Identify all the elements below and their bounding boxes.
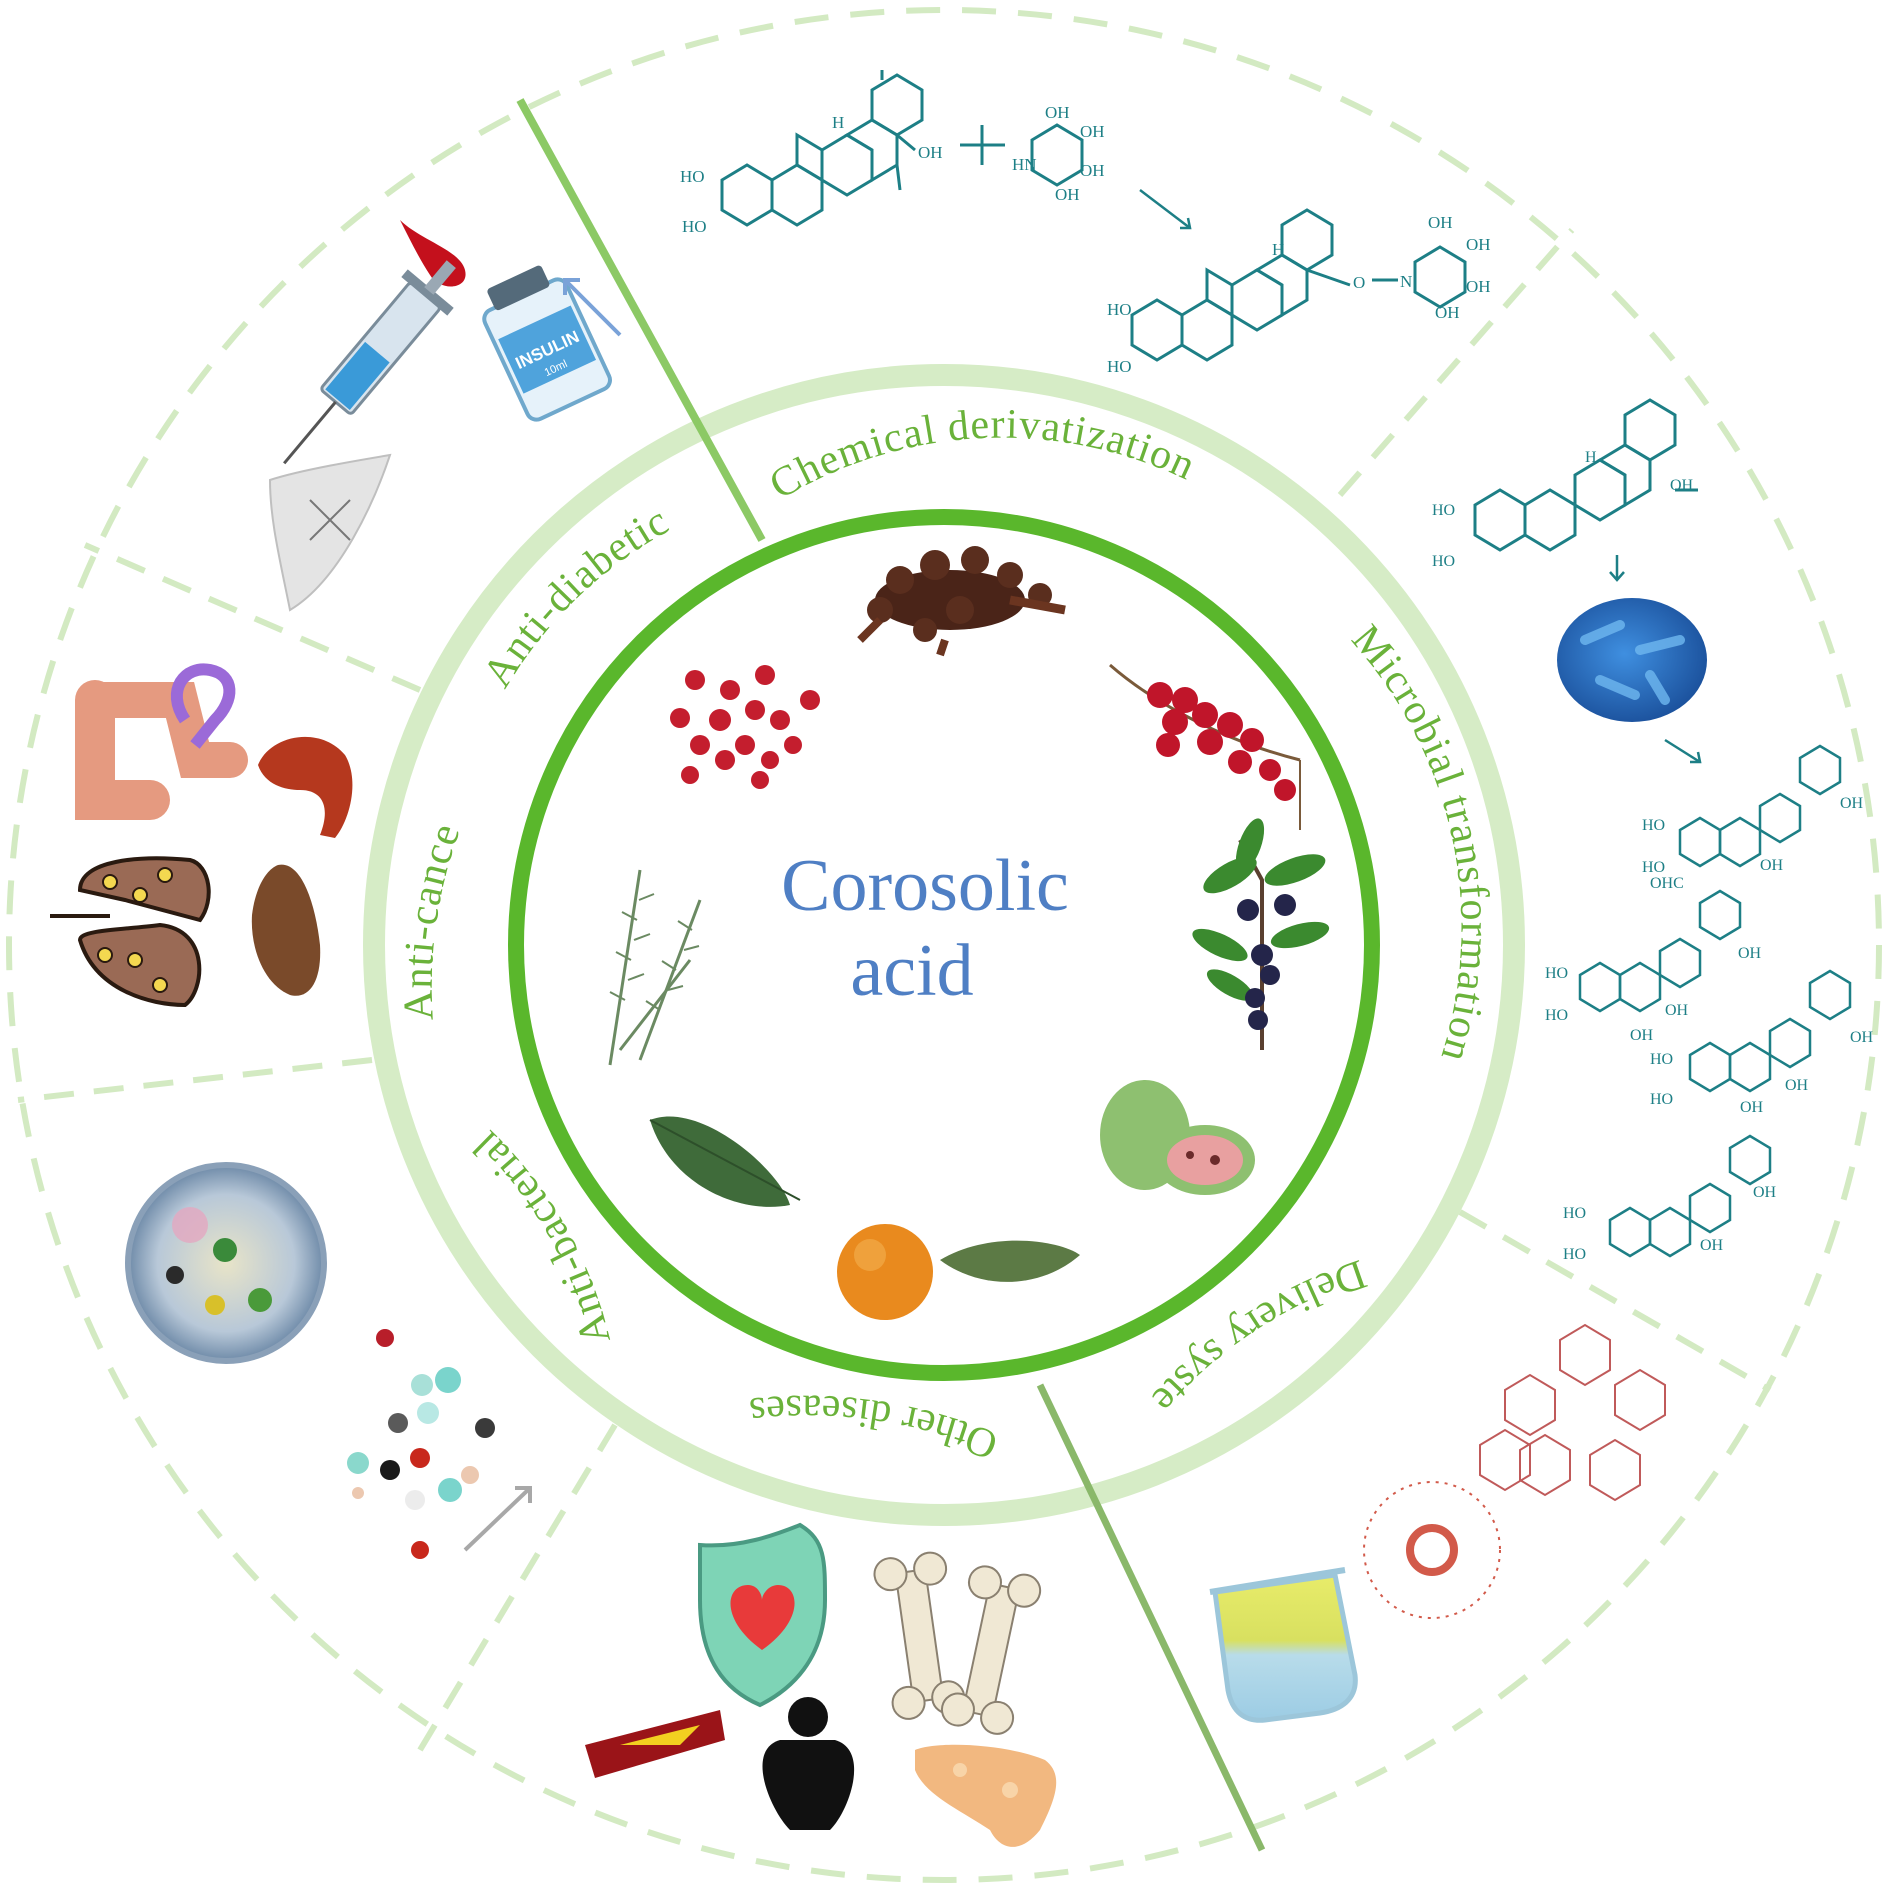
middle-ring (363, 364, 1525, 1526)
svg-text:OH: OH (1740, 1099, 1764, 1116)
svg-text:OH: OH (1435, 303, 1460, 322)
svg-text:OHC: OHC (1650, 875, 1684, 892)
svg-text:OH: OH (1428, 213, 1453, 232)
svg-text:HO: HO (680, 167, 705, 186)
svg-text:HO: HO (1563, 1246, 1586, 1263)
lungs-icon (50, 856, 211, 1008)
rosemary-icon (608, 869, 702, 1066)
pancreas-icon (268, 453, 392, 612)
section-dividers (17, 98, 1772, 1852)
chemical-structures (720, 70, 1467, 362)
schisandra-berries-icon (1109, 663, 1301, 830)
petri-dish-icon (125, 1162, 327, 1364)
microbial-structures (1473, 398, 1852, 1258)
stomach-icon (258, 736, 353, 838)
chemical-labels: HO HO H OH OH OH HN OH OH HO HO H O N OH… (680, 103, 1491, 376)
clove-icon (857, 546, 1066, 657)
svg-text:OH: OH (1080, 161, 1105, 180)
blood-vessel-icon (585, 1710, 725, 1778)
svg-text:N: N (1400, 272, 1412, 291)
blueberry-branch-icon (1192, 818, 1330, 1050)
svg-text:HO: HO (1642, 817, 1665, 834)
insulin-vial-icon: INSULIN 10ml (482, 265, 612, 422)
cancer-ribbon-icon (170, 663, 236, 749)
label-anti-cancer: Anti-cancer (0, 0, 470, 1021)
liver-tumor-icon (251, 864, 321, 996)
leaf-icon (649, 1116, 801, 1207)
label-other-diseases: Other diseases (746, 1386, 1003, 1469)
svg-text:OH: OH (1045, 103, 1070, 122)
fatty-liver-icon (915, 1744, 1057, 1847)
label-anti-bacterial: Anti-bacterial (464, 1121, 620, 1349)
svg-text:HO: HO (1650, 1051, 1673, 1068)
inner-ring (508, 509, 1380, 1381)
svg-text:HO: HO (1545, 1007, 1568, 1024)
svg-text:O: O (1353, 273, 1365, 292)
svg-text:HO: HO (1107, 357, 1132, 376)
svg-text:OH: OH (1760, 857, 1784, 874)
center-title: Corosolic acid (781, 845, 1069, 1012)
up-arrow-icon (563, 278, 622, 337)
svg-text:HO: HO (1563, 1205, 1586, 1222)
svg-text:OH: OH (1080, 122, 1105, 141)
svg-text:HO: HO (1642, 859, 1665, 876)
derivative-structure (1130, 208, 1467, 362)
svg-text:OH: OH (1055, 185, 1080, 204)
svg-text:OH: OH (1670, 477, 1694, 494)
svg-text:OH: OH (1785, 1077, 1809, 1094)
svg-text:HN: HN (1012, 155, 1037, 174)
svg-text:H: H (1272, 240, 1284, 259)
svg-text:OH: OH (1840, 795, 1864, 812)
svg-text:H: H (832, 113, 844, 132)
loquat-icon (837, 1224, 1080, 1320)
red-berries-icon (670, 665, 820, 789)
center-title-line2: acid (850, 930, 973, 1012)
svg-text:OH: OH (1850, 1029, 1874, 1046)
svg-text:HO: HO (1650, 1091, 1673, 1108)
colon-icon (75, 680, 248, 820)
svg-text:OH: OH (1738, 945, 1762, 962)
svg-text:HO: HO (1107, 300, 1132, 319)
bones-icon (873, 1551, 1042, 1735)
center-title-line1: Corosolic (781, 845, 1069, 927)
svg-text:OH: OH (1466, 235, 1491, 254)
svg-text:OH: OH (918, 143, 943, 162)
pills-icon (347, 1329, 495, 1559)
svg-text:HO: HO (1432, 553, 1455, 570)
beaker-icon (1209, 1567, 1358, 1723)
microbial-labels: HO HO H OH HO HO OHC OH OH HO HO OH OH O… (1432, 449, 1874, 1263)
obesity-icon (762, 1697, 855, 1830)
guava-icon (1100, 1080, 1255, 1195)
syringe-icon (283, 260, 456, 465)
svg-text:OH: OH (1700, 1237, 1724, 1254)
svg-text:HO: HO (1545, 965, 1568, 982)
cyclodextrin-icon (1479, 1323, 1666, 1502)
svg-text:OH: OH (1466, 277, 1491, 296)
svg-text:OH: OH (1753, 1184, 1777, 1201)
bacteria-icon (1557, 598, 1707, 722)
arrow-icon (463, 1486, 532, 1552)
svg-text:H: H (1585, 449, 1597, 466)
heart-shield-icon (698, 1522, 828, 1708)
svg-text:HO: HO (682, 217, 707, 236)
svg-text:OH: OH (1630, 1027, 1654, 1044)
liposome-icon (1363, 1481, 1501, 1619)
svg-text:OH: OH (1665, 1002, 1689, 1019)
svg-text:HO: HO (1432, 502, 1455, 519)
corosolic-acid-structure (720, 70, 924, 227)
outer-dashed-ring (6, 7, 1882, 1883)
